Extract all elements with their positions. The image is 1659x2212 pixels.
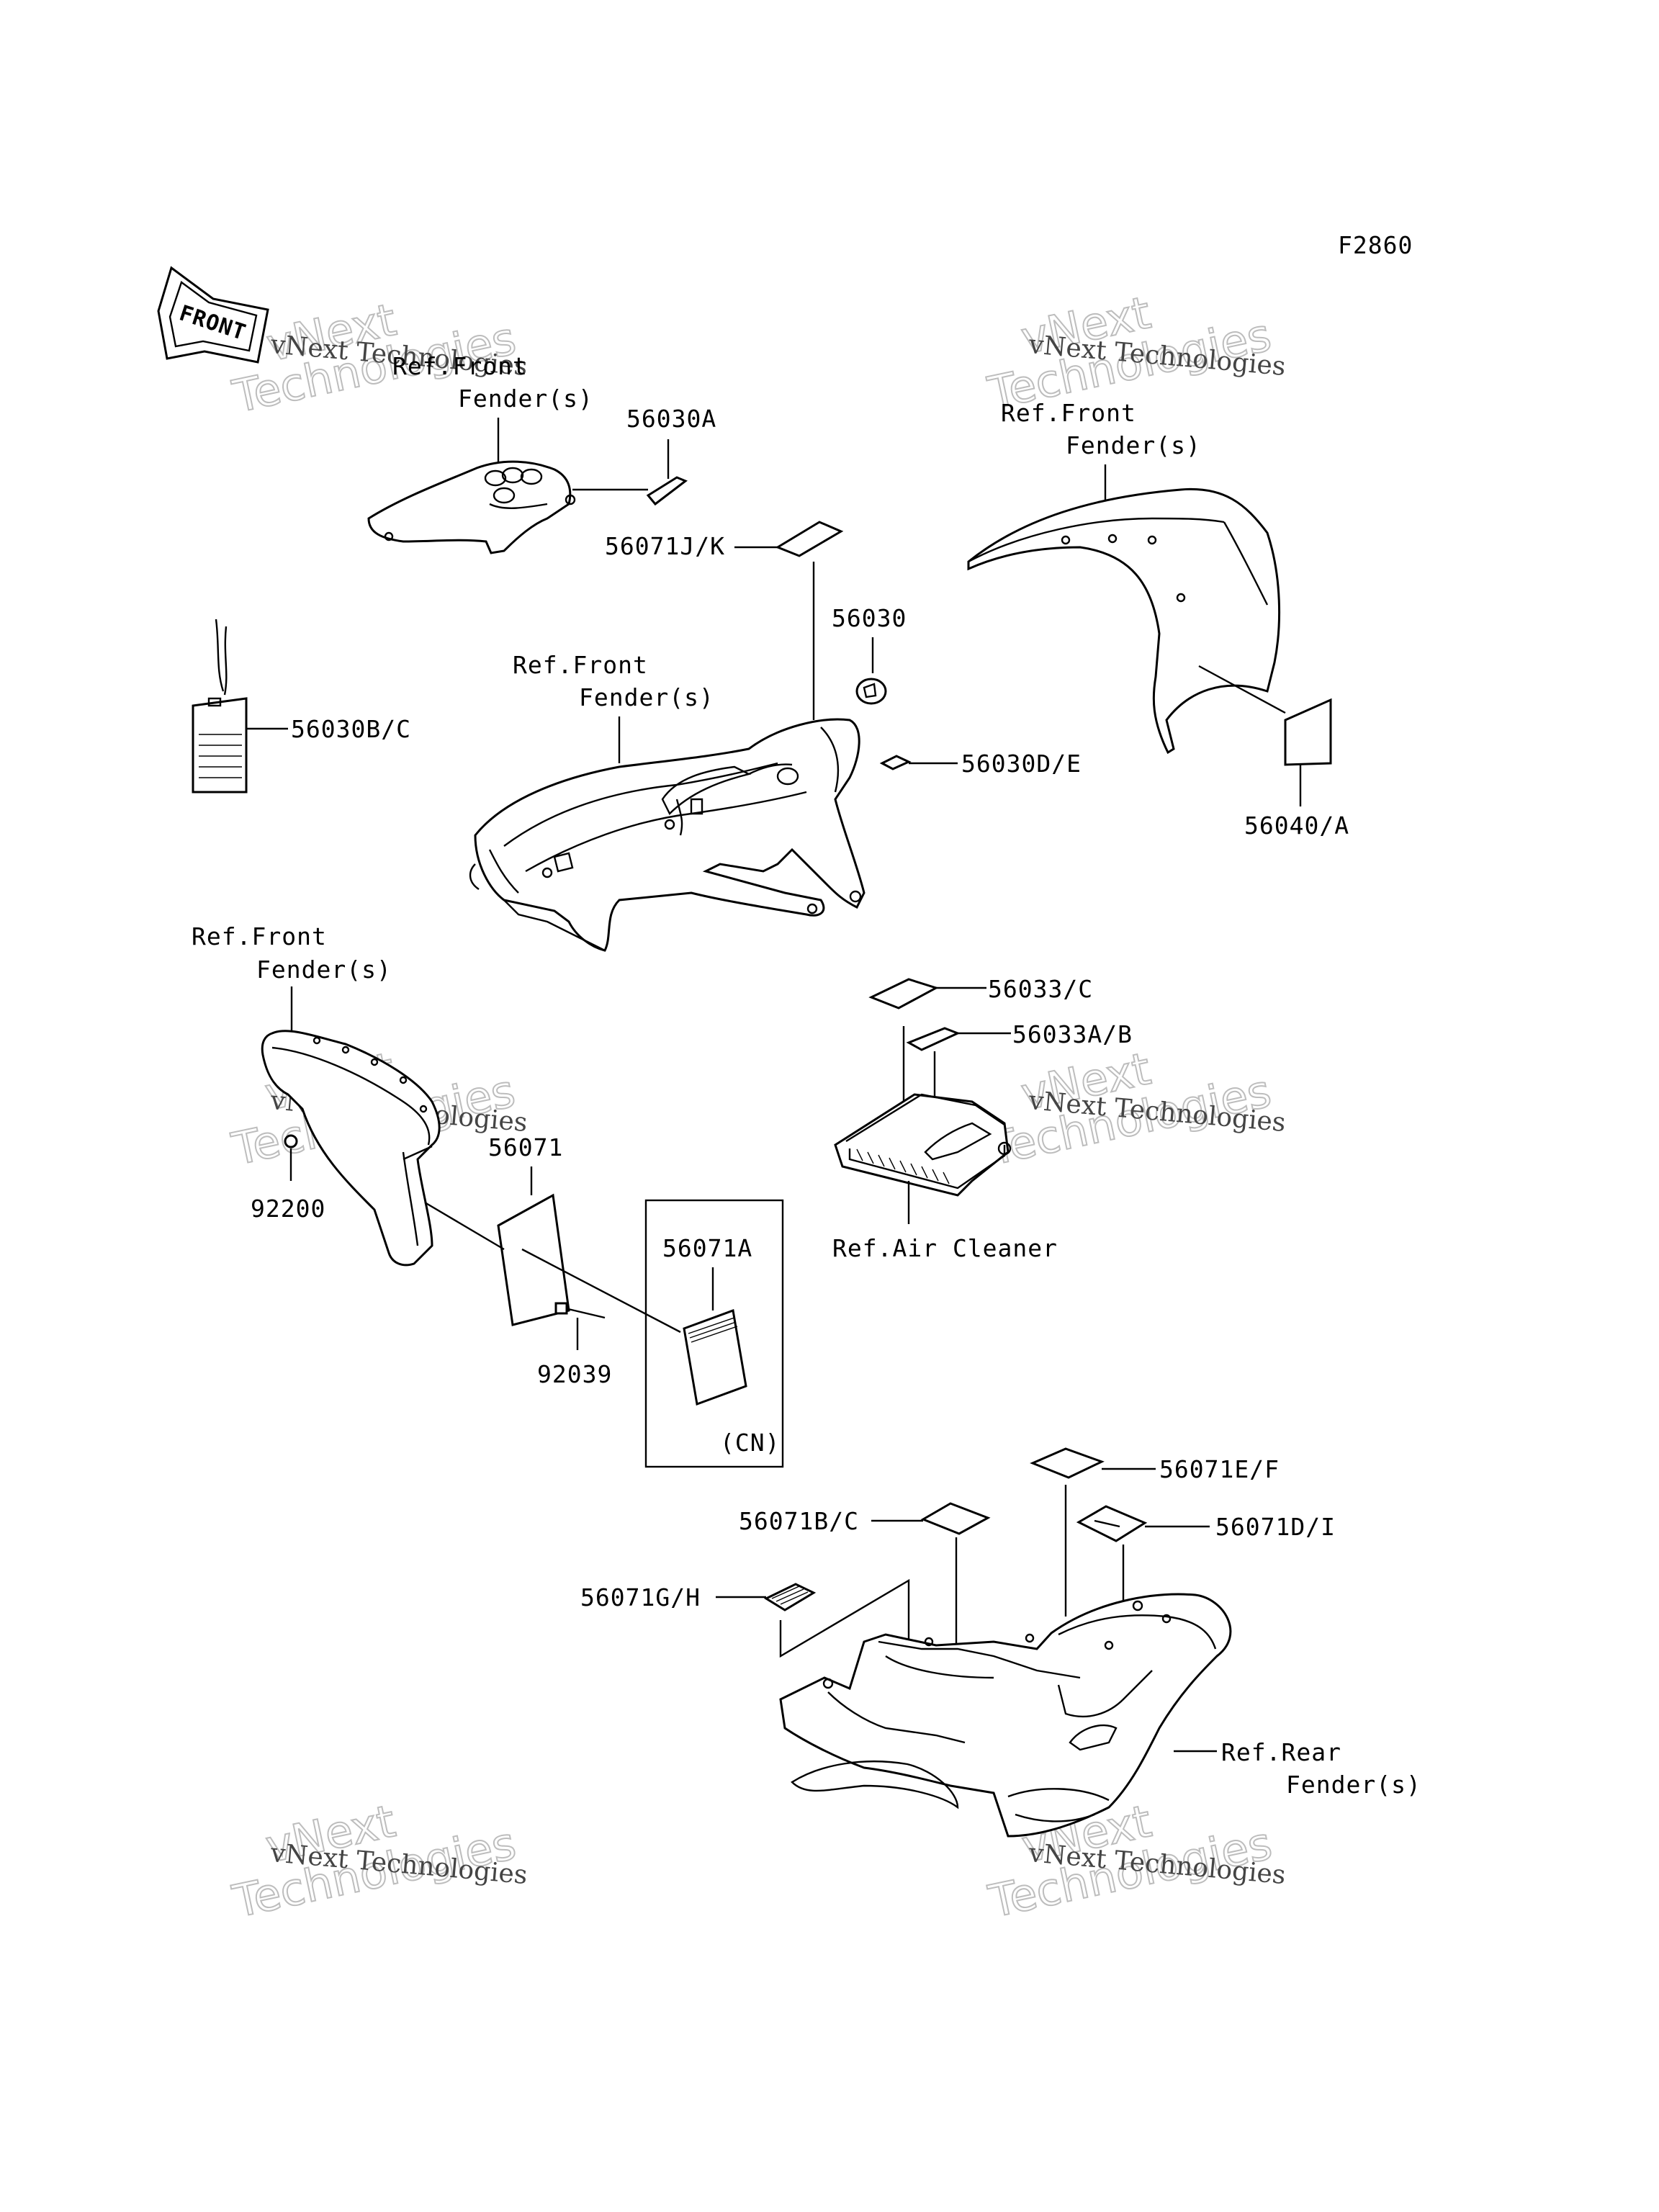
part-92200: 92200 [251, 1195, 325, 1223]
part-CN: (CN) [720, 1429, 780, 1457]
decal-56071BC [920, 1502, 991, 1535]
part-56030: 56030 [832, 604, 907, 632]
cn-variant-box [644, 1199, 784, 1468]
part-56033AB: 56033A/B [1012, 1020, 1133, 1048]
part-56030BC: 56030B/C [291, 715, 411, 743]
part-56071: 56071 [488, 1133, 563, 1161]
ref-rear-fender-line2: Fender(s) [1286, 1771, 1421, 1799]
decal-56033AB [906, 1027, 961, 1051]
side-front-fender [261, 1030, 441, 1267]
right-front-fender [967, 487, 1281, 755]
ref-front-fender-4-line2: Fender(s) [256, 956, 392, 984]
part-56030DE: 56030D/E [961, 750, 1082, 778]
ref-front-fender-1-line2: Fender(s) [458, 385, 593, 413]
ref-front-fender-3-line1: Ref.Front [1001, 399, 1136, 427]
front-fender-assembly [469, 718, 866, 952]
decal-56071EF [1030, 1447, 1105, 1479]
part-56071BC: 56071B/C [739, 1507, 859, 1535]
front-fender-piece-top [367, 460, 576, 554]
decal-56071 [497, 1193, 570, 1326]
figure-code: F2860 [1338, 231, 1413, 259]
part-56030A: 56030A [626, 405, 716, 433]
decal-56030DE [879, 755, 912, 770]
part-56071EF: 56071E/F [1159, 1455, 1280, 1483]
part-56071A: 56071A [662, 1234, 752, 1262]
air-cleaner [834, 1093, 1012, 1197]
part-56071GH: 56071G/H [580, 1583, 701, 1611]
clip-92200 [284, 1134, 298, 1148]
ref-front-fender-1-line1: Ref.Front [392, 352, 528, 380]
part-56071JK: 56071J/K [605, 532, 725, 560]
ref-front-fender-2-line2: Fender(s) [579, 683, 714, 711]
part-56040A: 56040/A [1244, 811, 1349, 840]
decal-56033C [868, 978, 939, 1010]
part-92039: 92039 [537, 1360, 612, 1388]
ref-front-fender-4-line1: Ref.Front [192, 922, 327, 950]
ref-air-cleaner: Ref.Air Cleaner [832, 1234, 1058, 1262]
part-56071DI: 56071D/I [1215, 1513, 1336, 1541]
part-56033C: 56033/C [988, 975, 1093, 1003]
ref-rear-fender-line1: Ref.Rear [1221, 1738, 1341, 1766]
tag-56030BC [192, 619, 248, 793]
screw-92039 [554, 1302, 606, 1319]
ref-front-fender-3-line2: Fender(s) [1066, 431, 1201, 459]
ref-front-fender-2-line1: Ref.Front [513, 651, 648, 679]
decal-56071DI [1076, 1505, 1148, 1542]
decal-56071GH [763, 1583, 817, 1611]
decal-56030A [646, 476, 688, 506]
front-arrow-icon: FRONT [157, 266, 269, 364]
rear-fender [779, 1593, 1232, 1838]
decal-56071A [683, 1308, 747, 1406]
decal-56071JK [775, 521, 844, 557]
decal-56030 [855, 678, 887, 705]
decal-56040A [1284, 698, 1332, 766]
